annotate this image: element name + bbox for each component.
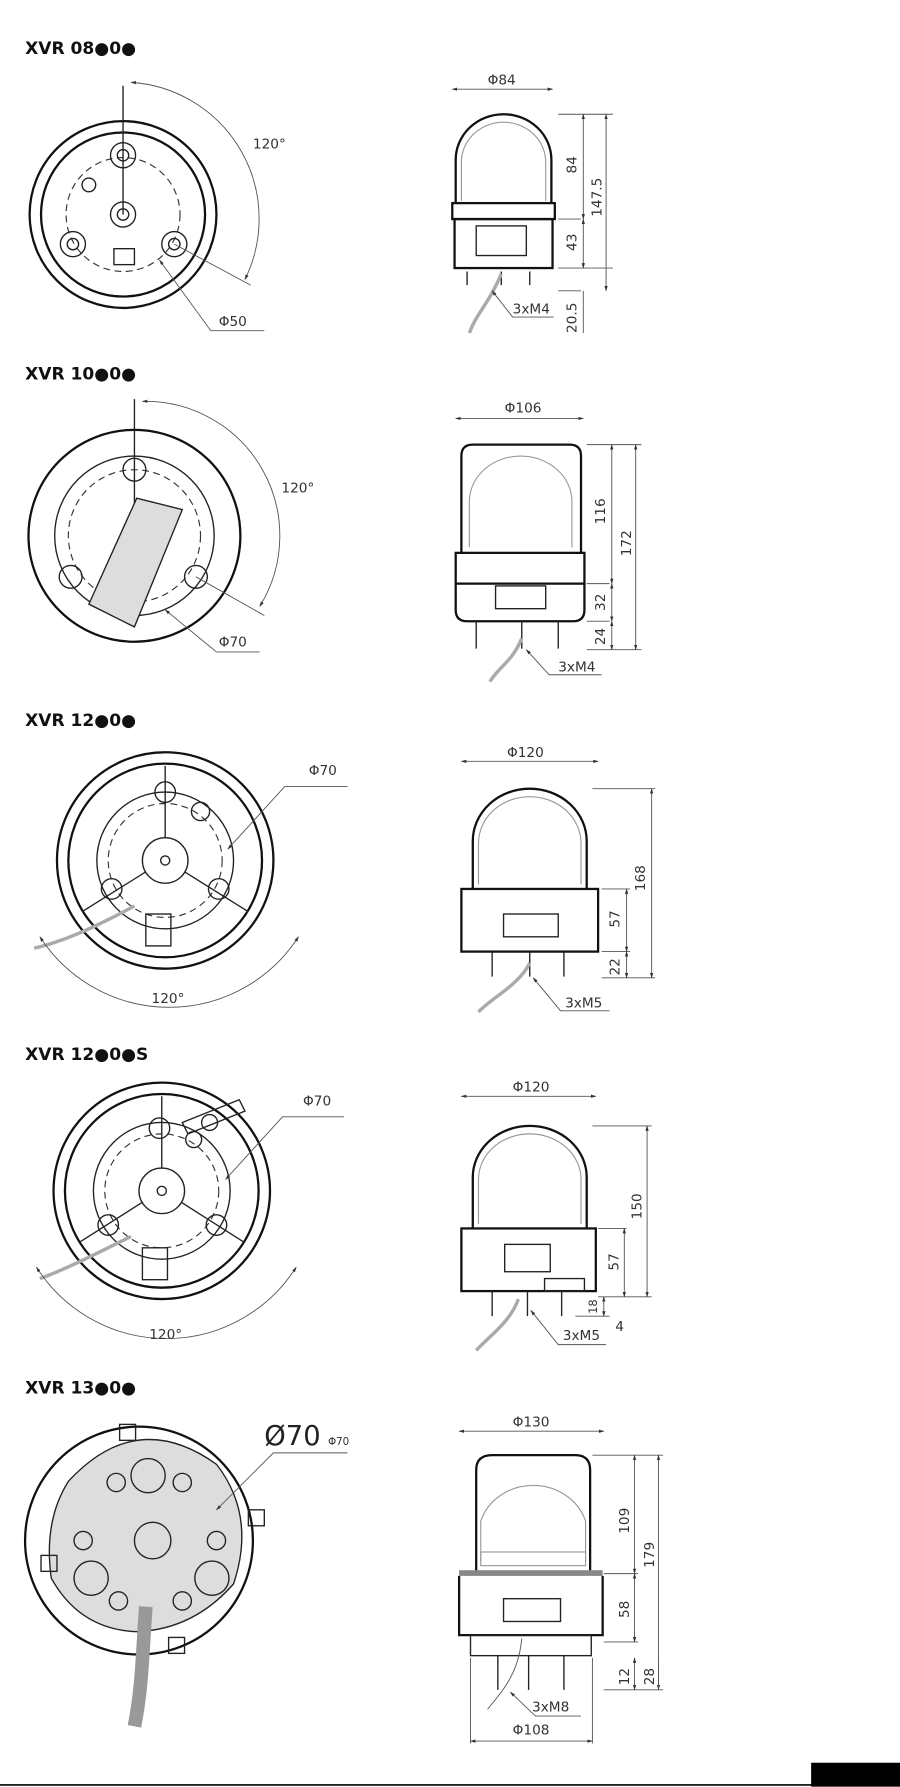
section-xvr-08: XVR 08●0● 120° Φ50 Φ84 <box>25 39 613 334</box>
section-title: XVR 08●0● <box>25 39 136 59</box>
angle-label: 120° <box>149 1327 182 1343</box>
dim-total: 179 <box>642 1542 658 1568</box>
dim-total: 147.5 <box>590 178 606 217</box>
section-title: XVR 13●0● <box>25 1379 136 1399</box>
dim-total: 150 <box>629 1193 645 1219</box>
base-diameter-label: Φ108 <box>513 1722 550 1738</box>
dim-height: 109 <box>617 1508 633 1534</box>
dim-total: 168 <box>633 865 649 891</box>
mount-diameter-label: Φ70 <box>309 763 337 779</box>
front-view: Ø70 Φ70 <box>23 1421 349 1728</box>
thread-label: 3xM5 <box>563 1328 600 1344</box>
dim-pin: 22 <box>608 958 624 975</box>
side-view: Φ106 116 32 24 172 3xM4 <box>454 401 642 683</box>
dim-height: 84 <box>564 156 580 173</box>
section-title: XVR 12●0● <box>25 711 136 731</box>
dim-pin: 20.5 <box>564 303 580 333</box>
dim-base: 57 <box>608 910 624 927</box>
section-xvr-12-s: XVR 12●0●S Φ70 120° Φ120 <box>25 1045 652 1352</box>
dim-flange: 28 <box>642 1668 658 1685</box>
angle-label: 120° <box>152 991 185 1007</box>
thread-label: 3xM8 <box>532 1699 569 1715</box>
front-view: 120° Φ70 <box>27 399 314 653</box>
dim-base: 58 <box>617 1601 633 1618</box>
dim-pin: 24 <box>593 628 609 645</box>
side-view: Φ120 150 57 18 4 3xM5 <box>460 1080 652 1352</box>
mount-diameter-label: Φ50 <box>219 314 247 330</box>
dim-base: 32 <box>593 594 609 611</box>
body-diameter-label: Φ120 <box>513 1080 550 1096</box>
dim-height: 116 <box>593 498 609 524</box>
footer-block <box>811 1762 900 1787</box>
mount-diameter-label: Φ70 <box>303 1093 331 1109</box>
dim-pin: 12 <box>617 1668 633 1685</box>
side-view: Φ120 168 57 22 3xM5 <box>460 745 656 1014</box>
thread-label: 3xM5 <box>565 995 602 1011</box>
front-view: Φ70 120° <box>36 1081 345 1343</box>
section-xvr-10: XVR 10●0● 120° Φ70 Φ106 <box>25 365 642 683</box>
angle-label: 120° <box>281 480 314 496</box>
front-view: 120° Φ50 <box>28 81 286 332</box>
section-xvr-12: XVR 12●0● Φ70 120° Φ120 <box>25 711 656 1014</box>
mount-diameter-label: Φ70 <box>328 1436 349 1448</box>
thread-label: 3xM4 <box>513 302 550 318</box>
front-view: Φ70 120° <box>33 751 348 1008</box>
section-xvr-13: XVR 13●0● Ø70 Φ70 <box>23 1379 664 1744</box>
mount-diameter-overlay: Ø70 <box>264 1421 320 1452</box>
section-title: XVR 12●0●S <box>25 1045 148 1065</box>
dim-base: 57 <box>607 1253 623 1270</box>
dim-total: 172 <box>619 530 635 556</box>
angle-label: 120° <box>253 136 286 152</box>
dim-base: 43 <box>564 234 580 251</box>
body-diameter-label: Φ120 <box>507 745 544 761</box>
dim-flange: 4 <box>615 1319 624 1335</box>
thread-label: 3xM4 <box>558 659 595 675</box>
dim-pin: 18 <box>586 1299 600 1313</box>
side-view: Φ130 109 179 58 12 28 3xM8 Φ108 <box>457 1415 664 1744</box>
section-title: XVR 10●0● <box>25 365 136 385</box>
mount-diameter-label: Φ70 <box>219 634 247 650</box>
body-diameter-label: Φ106 <box>505 401 542 417</box>
side-view: Φ84 84 43 147.5 20.5 3xM4 <box>451 73 613 334</box>
body-diameter-label: Φ84 <box>488 73 516 89</box>
body-diameter-label: Φ130 <box>513 1415 550 1431</box>
